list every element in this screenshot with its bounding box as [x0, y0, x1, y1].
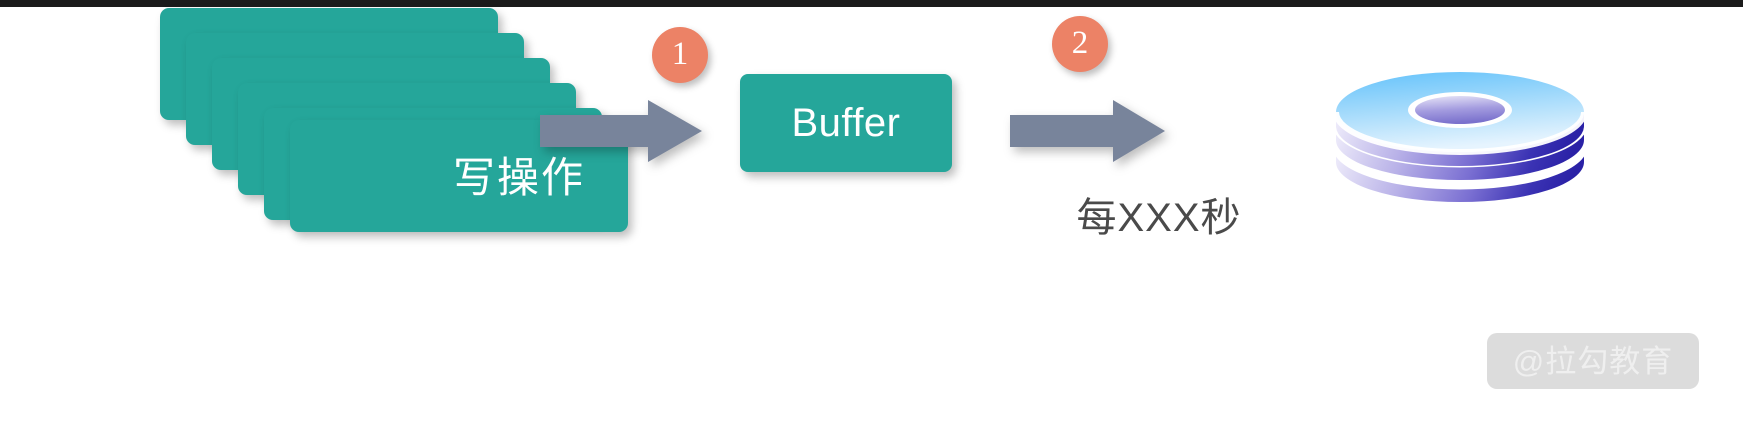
top-strip [0, 0, 1743, 7]
arrow-buffer-to-database [1010, 100, 1165, 162]
database-disc-top [1333, 72, 1587, 166]
step-badge-2-label: 2 [1071, 24, 1089, 61]
step-badge-1-label: 1 [671, 35, 689, 72]
interval-caption: 每XXX秒 [1076, 196, 1242, 240]
database-disc-bottom [1332, 145, 1588, 202]
write-operation-label: 写操作 [452, 154, 585, 201]
card-stack-layer-front: 写操作 [290, 120, 628, 232]
step-badge-1: 1 [652, 27, 708, 83]
database-cylinder-icon [1332, 72, 1588, 202]
arrow-write-to-buffer [540, 100, 702, 162]
watermark-label: @拉勾教育 [1512, 343, 1674, 379]
step-badge-2: 2 [1052, 16, 1108, 72]
watermark-badge: @拉勾教育 [1487, 333, 1699, 389]
buffer-label: Buffer [791, 101, 901, 145]
buffer-box: Buffer [740, 74, 952, 172]
write-operation-card-stack: 写操作 [160, 8, 660, 238]
